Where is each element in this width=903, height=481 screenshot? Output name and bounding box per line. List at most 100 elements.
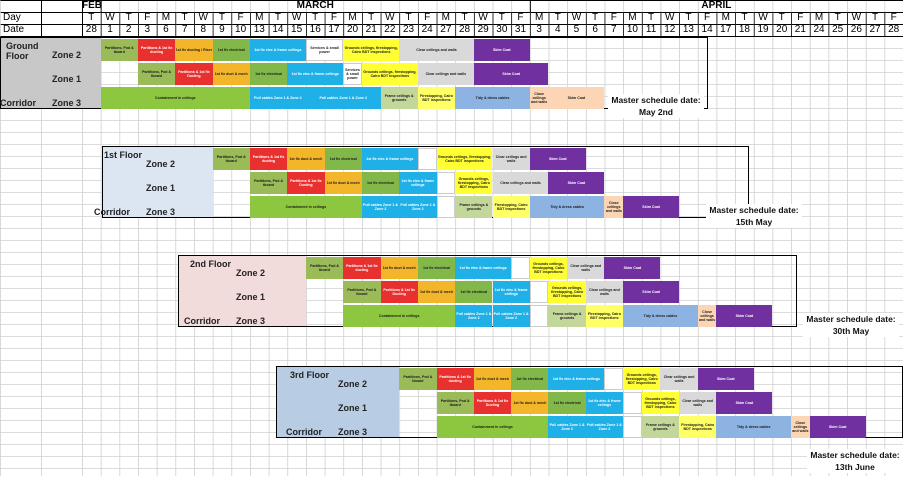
day-label: W [291,12,302,23]
task-bar: Clear ceilings and walls [492,172,549,194]
zone-label: Zone 2 [52,50,82,60]
day-label: F [237,12,244,23]
task-bar: Partitions & 1st fix Ducting [380,281,418,303]
task-bar: 1st fix duct & mech [380,257,418,279]
floor-label-panel [178,255,306,327]
day-label: T [554,12,561,23]
zone-label: Zone 1 [146,183,176,193]
day-label: F [330,12,337,23]
day-label: W [665,12,675,23]
task-bar: Partitions, Pod & tboard [343,281,381,303]
task-bar: Pull cables Zone 1 & Zone 2 [548,416,586,438]
day-label: M [441,12,451,23]
day-label: F [144,12,151,23]
day-label: T [218,12,225,23]
day-label: F [517,12,524,23]
date-label: 3 [536,24,542,35]
task-bar [436,196,456,218]
day-label: M [628,12,637,23]
task-bar: Skim Coat [604,257,661,279]
zone-label-corridor: Corridor [0,98,36,108]
date-label: 20 [776,24,788,35]
task-bar: 1st fix elec & frame ceilings [585,392,624,414]
day-label: F [797,12,804,23]
date-label: 12 [664,24,676,35]
task-bar: 1st fix elec & frame ceilings [361,148,418,170]
day-label: T [125,12,132,23]
task-bar: Pull cables Zone 1 & Zone 2 [492,305,530,327]
day-label: T [461,12,468,23]
task-bar: Partitions, Pod & tboard [137,63,176,85]
date-label: 31 [514,24,527,35]
date-label: 29 [477,24,489,35]
task-bar: Pull cables Zone 1 & Zone 2 [455,305,493,327]
task-bar: Skim Coat [548,87,605,109]
task-bar: Partitions & 1st fix ducting [249,148,288,170]
month-label: APRIL [701,0,732,11]
day-label: T [834,12,841,23]
day-label: T [592,12,599,23]
task-bar: Firestopping, Cairo BDT inspections [492,196,530,218]
task-bar: Partitions, Pod & tboard [212,148,250,170]
date-label: 27 [440,24,452,35]
task-bar: Skim Coat [809,416,866,438]
task-bar: Grounds ceilings, firestopping, Cairo BD… [455,172,493,194]
task-bar: Grounds ceilings, firestopping, Cairo BD… [529,257,568,279]
master-schedule-date: 30th May [803,325,899,337]
task-bar: Tidy & dress cables [716,416,792,438]
zone-label: Zone 1 [236,292,266,302]
task-bar: Skim Coat [473,39,530,61]
task-bar: Close ceilings and walls [791,416,810,438]
month-label: MARCH [296,0,334,11]
task-bar: Services & small power [343,63,362,85]
date-label: 2 [125,24,132,35]
task-bar: Containment in ceilings [100,87,250,109]
floor-name: 3rd Floor [290,370,330,380]
day-label: T [274,12,281,23]
date-label: 24 [421,24,433,35]
date-label: 1 [107,24,113,35]
date-label: 15 [291,24,303,35]
date-label: 28 [888,24,900,35]
day-label: W [105,12,115,23]
task-bar: Clear ceilings and walls [399,39,474,61]
date-label: 26 [850,24,862,35]
task-bar: Skim Coat [716,392,773,414]
task-bar: Grounds ceilings, firestopping, Cairo BD… [436,148,493,170]
day-label: T [405,12,412,23]
date-label: 21 [365,24,377,35]
task-bar: Partitions, Pod & tboard [436,392,474,414]
master-schedule-label: Master schedule date: [608,94,704,106]
task-bar: Grounds ceilings, firestopping, Cairo BD… [623,368,661,390]
task-bar: Clear ceilings and walls [417,63,474,85]
day-label: F [704,12,711,23]
task-bar: Skim Coat [623,196,680,218]
date-label: 14 [701,24,713,35]
task-bar: 1st fix electrical [417,257,456,279]
date-label: 7 [611,24,617,35]
task-bar: Firestopping, Cairo BDT inspections [417,87,456,109]
zone-label: Zone 1 [338,403,368,413]
zone-label: Zone 3 [338,427,368,437]
date-label: 22 [384,24,396,35]
task-bar: Grounds ceilings, firestopping, Cairo BD… [343,39,400,61]
master-schedule-label: Master schedule date: [807,449,903,461]
day-label: W [758,12,768,23]
date-label: 25 [832,24,844,35]
task-bar: 1st fix duct & mech [324,172,362,194]
day-label: T [685,12,692,23]
zone-label: Zone 2 [146,159,176,169]
day-label: M [161,12,171,23]
zone-label: Zone 2 [338,379,368,389]
task-bar: Partitions, Pod & tboard [100,39,138,61]
date-label: 11 [645,24,657,35]
task-bar: Skim Coat [529,148,586,170]
date-label: 30 [496,24,508,35]
task-bar [436,172,456,194]
floor-name: 2nd Floor [190,259,231,269]
task-bar: 1st fix electrical [455,281,493,303]
task-bar: Skim Coat [473,63,549,85]
task-bar [623,392,642,414]
task-bar: Partitions & 1st fix Ducting [287,172,325,194]
